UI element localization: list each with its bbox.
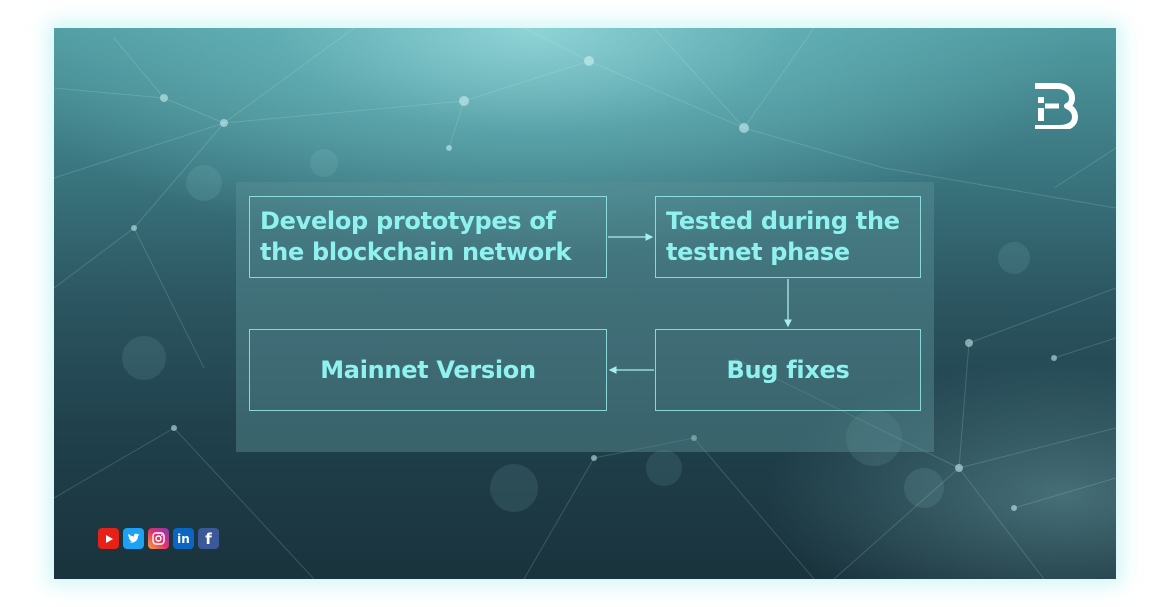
step-mainnet-box: Mainnet Version [249, 329, 607, 411]
step-prototypes-label: Develop prototypes of the blockchain net… [260, 207, 572, 266]
linkedin-glyph: in [177, 531, 190, 546]
step-mainnet-label: Mainnet Version [320, 355, 536, 384]
flow-diagram-panel: Develop prototypes of the blockchain net… [236, 182, 934, 452]
facebook-glyph: f [205, 529, 212, 548]
flow-arrows [608, 233, 792, 374]
step-bugfixes-box: Bug fixes [655, 329, 921, 411]
social-icons: in f [98, 528, 219, 550]
step-bugfixes-label: Bug fixes [726, 355, 850, 384]
step-testnet-box: Tested during the testnet phase [655, 196, 921, 278]
twitter-icon[interactable] [123, 528, 144, 549]
linkedin-icon[interactable]: in [173, 528, 194, 549]
instagram-icon[interactable] [148, 528, 169, 549]
youtube-icon[interactable] [98, 528, 119, 549]
facebook-icon[interactable]: f [198, 528, 219, 549]
slide-frame: Develop prototypes of the blockchain net… [54, 28, 1116, 579]
network-background [54, 28, 1116, 579]
b-logo-icon [1035, 83, 1078, 129]
step-prototypes-box: Develop prototypes of the blockchain net… [249, 196, 607, 278]
step-testnet-label: Tested during the testnet phase [666, 207, 900, 266]
